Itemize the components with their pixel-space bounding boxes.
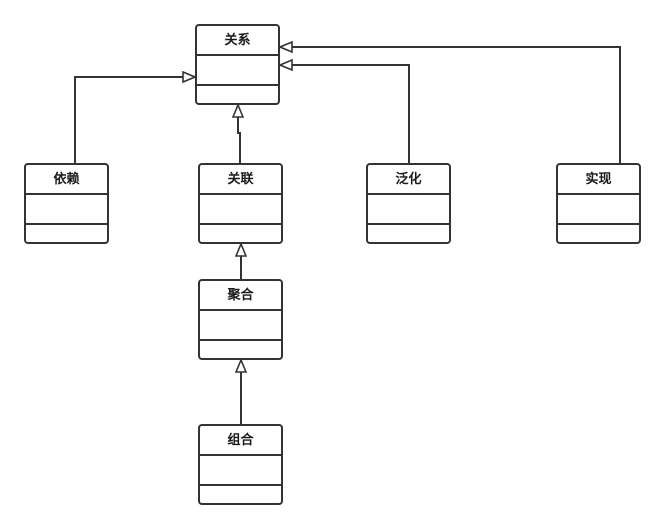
class-name-relation: 关系	[197, 26, 278, 56]
edge-dependency-to-relation	[74, 77, 195, 163]
class-box-aggregation[interactable]: 聚合	[198, 279, 283, 360]
class-name-generalization: 泛化	[368, 165, 449, 195]
attributes-compartment	[200, 311, 281, 341]
class-name-composition: 组合	[200, 426, 281, 456]
attributes-compartment	[368, 195, 449, 225]
edge-realization-to-relation	[280, 47, 621, 163]
attributes-compartment	[200, 456, 281, 486]
class-name-dependency: 依赖	[26, 165, 107, 195]
class-name-realization: 实现	[558, 165, 639, 195]
class-box-realization[interactable]: 实现	[556, 163, 641, 244]
edge-generalization-to-relation	[280, 65, 410, 163]
class-box-dependency[interactable]: 依赖	[24, 163, 109, 244]
class-box-generalization[interactable]: 泛化	[366, 163, 451, 244]
class-box-composition[interactable]: 组合	[198, 424, 283, 505]
attributes-compartment	[197, 56, 278, 86]
attributes-compartment	[200, 195, 281, 225]
edge-association-to-relation	[238, 105, 240, 163]
class-name-association: 关联	[200, 165, 281, 195]
class-box-association[interactable]: 关联	[198, 163, 283, 244]
class-box-relation[interactable]: 关系	[195, 24, 280, 105]
attributes-compartment	[26, 195, 107, 225]
attributes-compartment	[558, 195, 639, 225]
class-name-aggregation: 聚合	[200, 281, 281, 311]
